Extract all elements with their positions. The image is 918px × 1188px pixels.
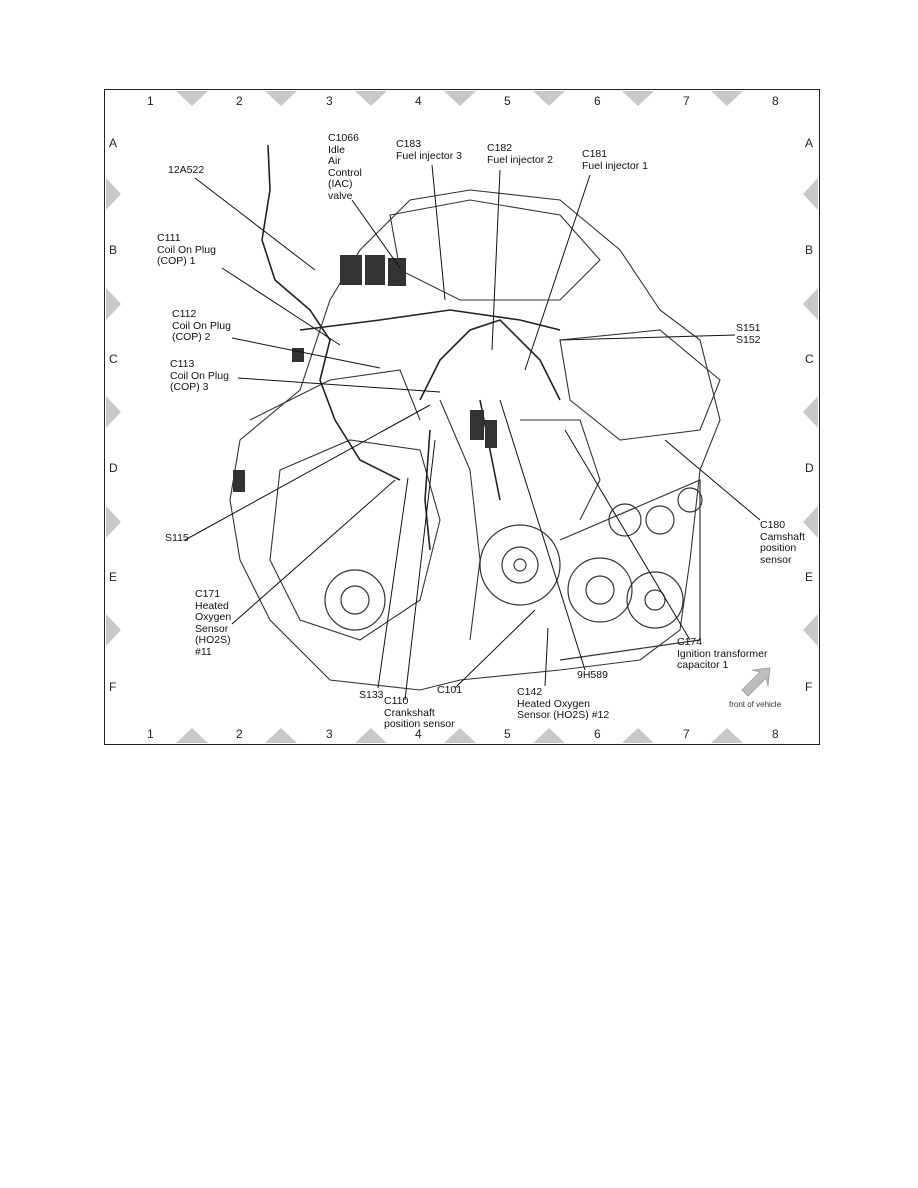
label-front-of-vehicle: front of vehicle <box>729 700 782 709</box>
wiring-harness <box>261 144 561 551</box>
label-c142-ho2s-12: C142 Heated Oxygen Sensor (HO2S) #12 <box>517 686 610 721</box>
label-s115: S115 <box>165 532 189 544</box>
leader-lines <box>184 164 761 701</box>
grid-col-7-bottom: 7 <box>683 727 690 741</box>
grid-col-3-top: 3 <box>326 94 333 108</box>
grid-row-d-left: D <box>109 461 118 475</box>
label-c182-fuel-injector-2: C182 Fuel injector 2 <box>487 142 553 166</box>
grid-row-b-right: B <box>805 243 814 257</box>
grid-col-6-top: 6 <box>594 94 601 108</box>
grid-col-2-top: 2 <box>236 94 243 108</box>
grid-col-4-bottom: 4 <box>415 727 422 741</box>
grid-col-8-top: 8 <box>772 94 779 108</box>
grid-row-c-left: C <box>109 352 118 366</box>
grid-col-5-top: 5 <box>504 94 511 108</box>
grid-row-e-right: E <box>805 570 814 584</box>
grid-row-c-right: C <box>805 352 814 366</box>
label-c113-cop-3: C113 Coil On Plug (COP) 3 <box>170 358 229 393</box>
grid-col-4-top: 4 <box>415 94 422 108</box>
grid-row-d-right: D <box>805 461 814 475</box>
pulleys <box>324 479 703 661</box>
label-c101: C101 <box>437 684 463 696</box>
grid-row-a-left: A <box>109 136 118 150</box>
grid-row-a-right: A <box>805 136 814 150</box>
grid-col-1-top: 1 <box>147 94 154 108</box>
grid-markers <box>106 91 818 743</box>
label-s151-s152: S151 S152 <box>736 322 761 346</box>
label-c110-crankshaft-sensor: C110 Crankshaft position sensor <box>384 695 455 730</box>
label-c112-cop-2: C112 Coil On Plug (COP) 2 <box>172 308 231 343</box>
label-c183-fuel-injector-3: C183 Fuel injector 3 <box>396 138 462 162</box>
grid-row-b-left: B <box>109 243 118 257</box>
label-c1066-iac-valve: C1066 Idle Air Control (IAC) valve <box>328 132 362 202</box>
label-c180-camshaft-sensor: C180 Camshaft position sensor <box>760 519 805 566</box>
grid-col-6-bottom: 6 <box>594 727 601 741</box>
grid-col-3-bottom: 3 <box>326 727 333 741</box>
engine-outline <box>229 189 721 691</box>
label-9h589: 9H589 <box>577 669 608 681</box>
grid-row-e-left: E <box>109 570 118 584</box>
diagram-frame <box>104 89 820 745</box>
label-c181-fuel-injector-1: C181 Fuel injector 1 <box>582 148 648 172</box>
grid-col-8-bottom: 8 <box>772 727 779 741</box>
grid-col-2-bottom: 2 <box>236 727 243 741</box>
grid-col-5-bottom: 5 <box>504 727 511 741</box>
grid-col-7-top: 7 <box>683 94 690 108</box>
grid-row-f-right: F <box>805 680 813 694</box>
label-c174-ignition-capacitor: C174 Ignition transformer capacitor 1 <box>677 636 768 671</box>
grid-row-f-left: F <box>109 680 117 694</box>
label-12a522: 12A522 <box>168 164 205 176</box>
label-c111-cop-1: C111 Coil On Plug (COP) 1 <box>157 232 216 267</box>
label-s133: S133 <box>359 689 384 701</box>
grid-col-1-bottom: 1 <box>147 727 154 741</box>
connector-blocks <box>233 255 497 492</box>
label-c171-ho2s-11: C171 Heated Oxygen Sensor (HO2S) #11 <box>195 588 232 658</box>
front-arrow-icon <box>741 667 771 697</box>
